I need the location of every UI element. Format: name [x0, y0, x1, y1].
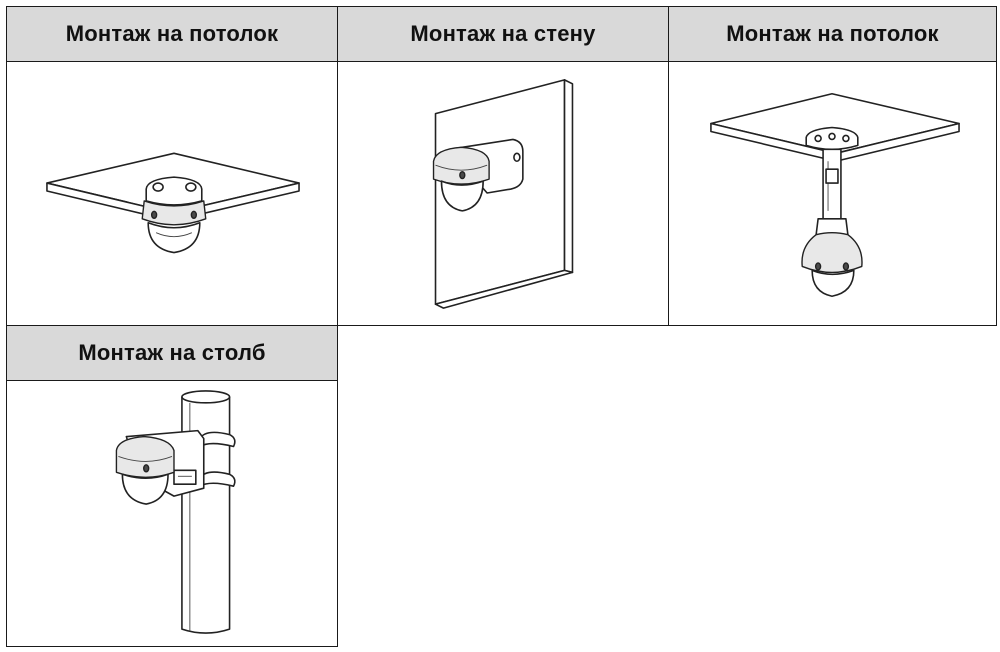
mount-cell-header: Монтаж на столб [7, 326, 337, 381]
mount-cell-illustration [338, 62, 668, 325]
mount-cell-ceiling: Монтаж на потолок [6, 6, 338, 326]
mount-cell-wall: Монтаж на стену [337, 6, 669, 326]
pendant-mount-icon [710, 92, 960, 298]
mount-cell-illustration [7, 62, 337, 325]
mount-cell-header: Монтаж на потолок [7, 7, 337, 62]
pole-mount-icon [115, 390, 236, 634]
mount-cell-header: Монтаж на потолок [669, 7, 996, 62]
wall-mount-icon [432, 79, 574, 309]
mount-cell-pole: Монтаж на столб [6, 325, 338, 647]
mount-cell-pendant: Монтаж на потолок [668, 6, 997, 326]
mount-cell-illustration [7, 381, 337, 646]
mount-cell-illustration [669, 62, 996, 325]
ceiling-mount-icon [46, 152, 300, 254]
mount-cell-header: Монтаж на стену [338, 7, 668, 62]
